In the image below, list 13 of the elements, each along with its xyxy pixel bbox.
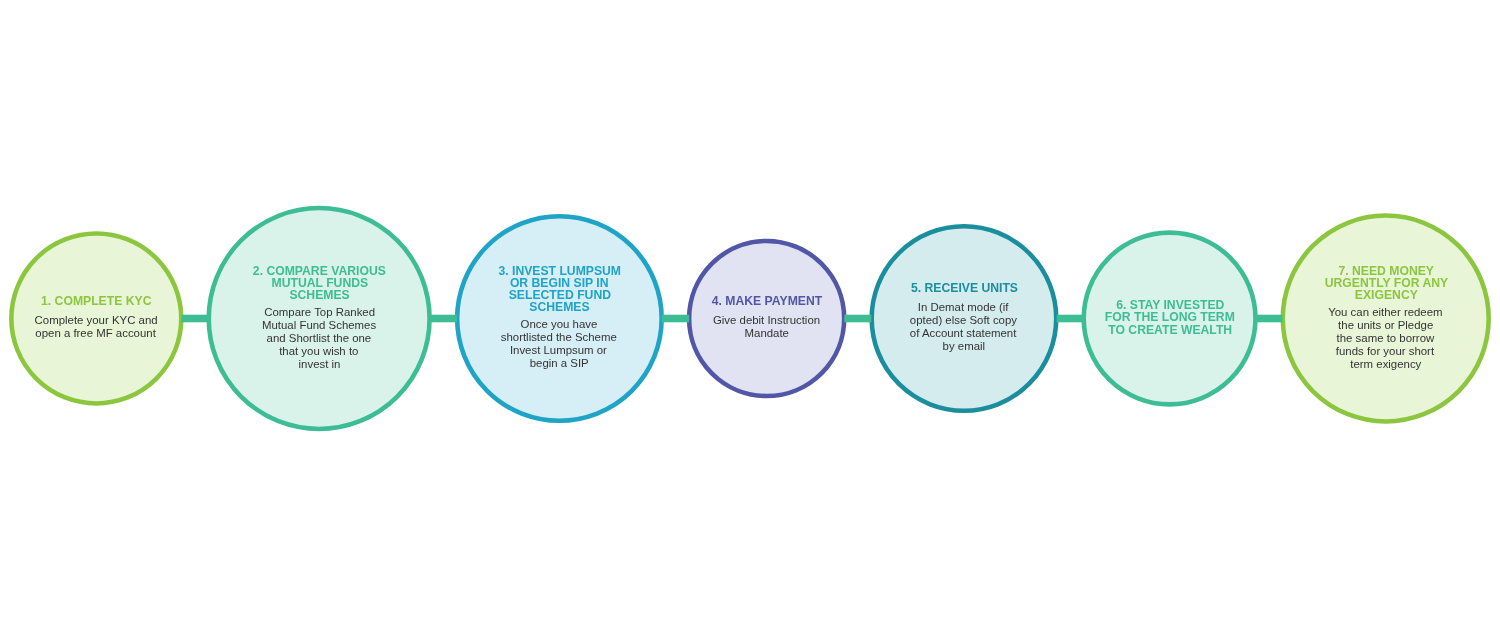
connector: [181, 314, 209, 323]
connector: [1255, 314, 1283, 323]
node-circle: 5. RECEIVE UNITS In Demat mode (if opted) else Soft copy of Account statement by email: [869, 223, 1059, 414]
node-circle: 7. NEED MONEY URGENTLY FOR ANY EXIGENCY You can either redeem the units or Pledge the same to borrow funds for your short term exigency: [1280, 213, 1491, 424]
connector: [661, 314, 690, 323]
node-circle: 1. COMPLETE KYC Complete your KYC and open a free MF account: [9, 231, 184, 406]
node-circle: 4. MAKE PAYMENT Give debit Instruction Mandate: [686, 238, 847, 399]
node-circle: 2. COMPARE VARIOUS MUTUAL FUNDS SCHEMES Compare Top Ranked Mutual Fund Schemes and Shortlist the one that you wish to invest in: [206, 205, 432, 432]
node-circle: 6. STAY INVESTED FOR THE LONG TERM TO CREATE WEALTH: [1081, 230, 1258, 407]
connector: [1056, 314, 1084, 323]
connector: [429, 314, 458, 323]
connector: [844, 314, 872, 323]
node-circle: 3. INVEST LUMPSUM OR BEGIN SIP IN SELECTED FUND SCHEMES Once you have shortlisted the Scheme Invest Lumpsum or begin a SIP: [454, 213, 664, 424]
